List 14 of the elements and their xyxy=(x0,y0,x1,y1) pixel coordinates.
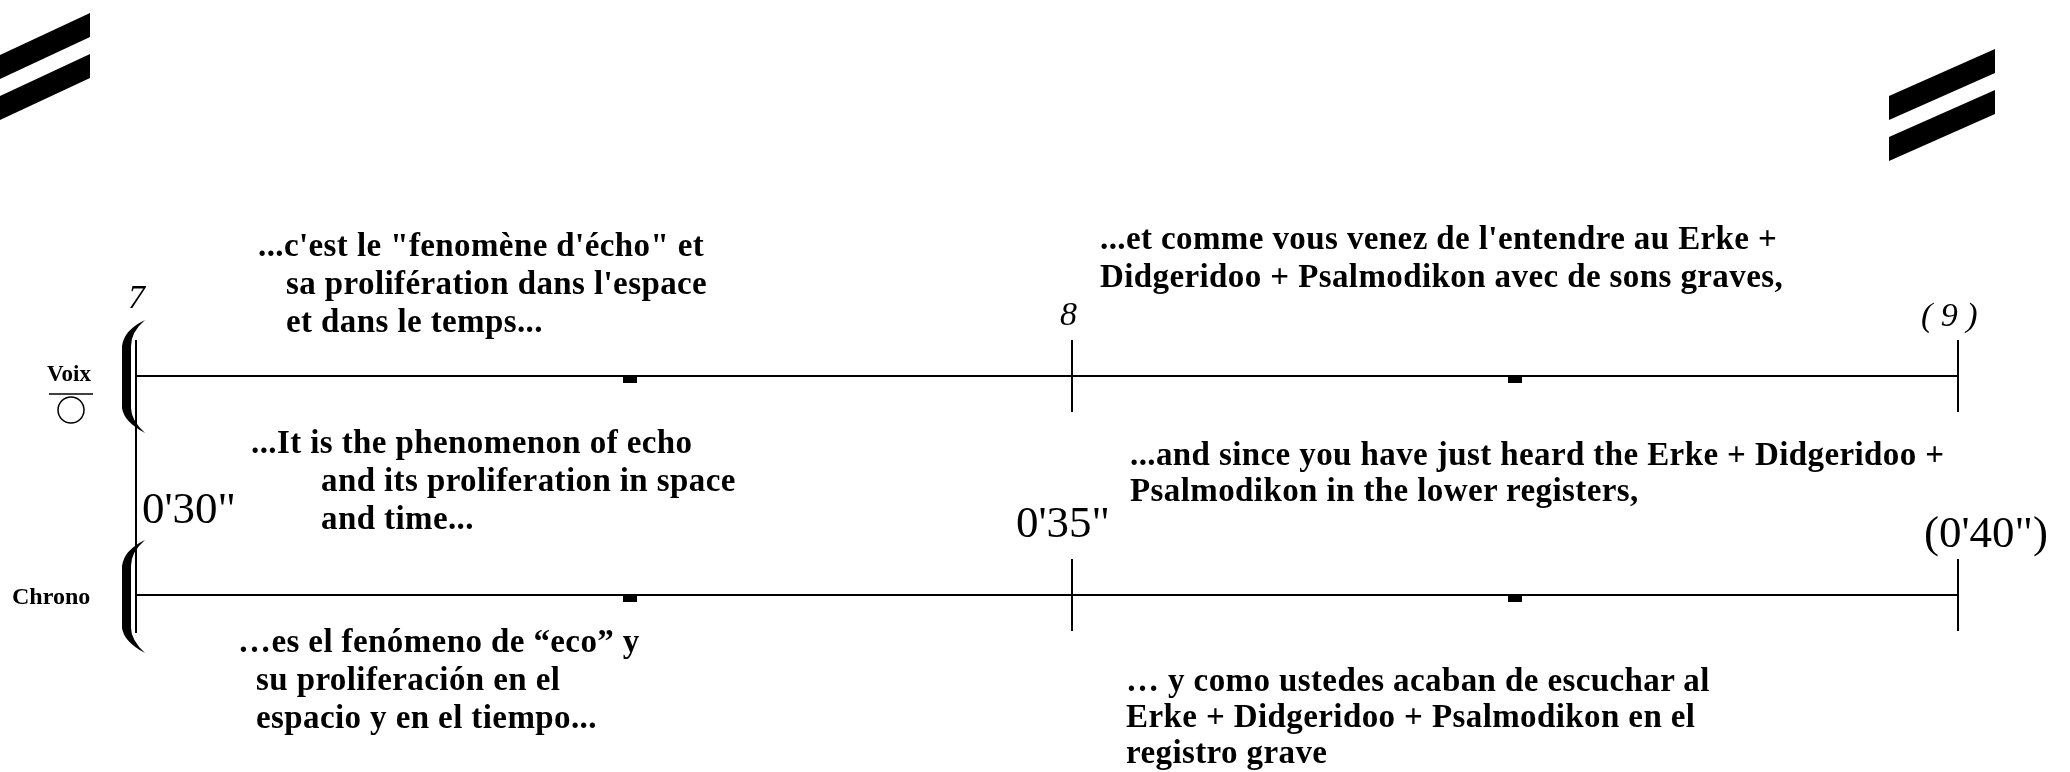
lyric-text: ...It is the phenomenon of echo and its proliferation in space and time... xyxy=(251,423,737,537)
staff-label: Chrono xyxy=(12,584,91,608)
measure-number: 8 xyxy=(1060,297,1077,331)
lyric-text: ...c'est le "fenomène d'écho" et sa prolifération dans l'espace et dans le temps... xyxy=(258,226,709,340)
lyric-text: ...and since you have just heard the Erke + Didgeridoo + Psalmodikon in the lower registers, xyxy=(1130,436,1946,508)
lyric-text: ...et comme vous venez de l'entendre au Erke + Didgeridoo + Psalmodikon avec de sons graves, xyxy=(1100,219,1785,295)
measure-number: 7 xyxy=(128,280,145,314)
timestamp: (0'40") xyxy=(1924,510,2048,555)
staff-label: Voix xyxy=(47,362,91,385)
timestamp: 0'30" xyxy=(142,486,236,531)
measure-number: ( 9 ) xyxy=(1921,298,1978,332)
lyric-text: …es el fenómeno de “eco” y su proliferación en el espacio y en el tiempo... xyxy=(238,622,641,736)
lyric-text: … y como ustedes acaban de escuchar al Erke + Didgeridoo + Psalmodikon en el registro grave xyxy=(1126,662,1711,770)
timestamp: 0'35" xyxy=(1016,500,1110,545)
